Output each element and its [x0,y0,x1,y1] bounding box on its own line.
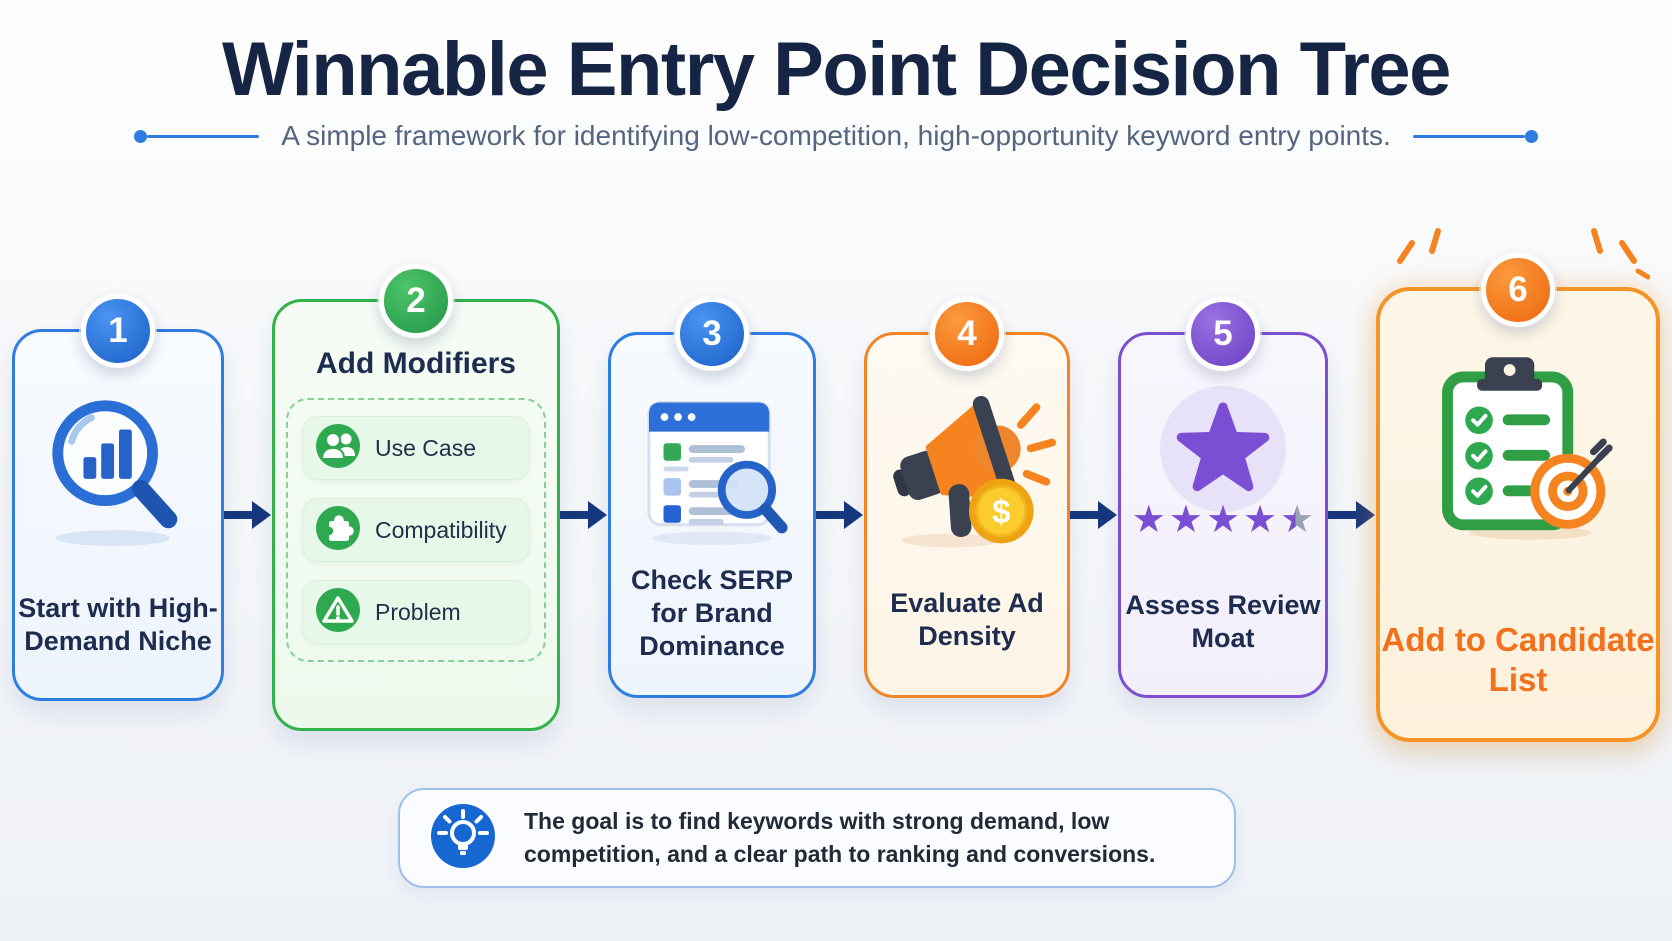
users-icon [315,423,361,474]
flow-arrow-icon [1328,500,1376,530]
step-number-badge: 2 [379,263,453,338]
step-card-2: 2 Add Modifiers Use Case [272,263,560,731]
decision-flow: 1 Start with High-Demand Niche 2 Add Mo [0,228,1672,742]
step-number-badge: 4 [930,296,1004,371]
star-rating-row [1132,500,1314,538]
modifier-pill-problem: Problem [302,580,530,645]
subtitle-row: A simple framework for identifying low-c… [0,120,1672,152]
clipboard-target-icon [1412,343,1624,546]
step-card-5: 5 Assess Review Moat [1118,296,1328,698]
step-number-badge: 6 [1481,253,1555,327]
dollar-symbol: $ [992,493,1011,530]
half-star-icon [1280,500,1314,538]
step-title: Add to Candidate List [1381,620,1655,698]
step-number-badge: 3 [675,296,749,371]
step-card-4: 4 $ [864,296,1070,698]
step-title: Assess Review Moat [1125,589,1321,653]
star-icon [1243,500,1277,538]
step-card-6: 6 [1376,228,1660,742]
flow-arrow-icon [816,500,864,530]
magnifier-bar-chart-icon [34,390,202,553]
goal-note: The goal is to find keywords with strong… [398,788,1236,888]
subtitle-left-decoration [134,129,260,143]
megaphone-coin-icon: $ [874,383,1060,556]
step-title: Evaluate Ad Density [890,587,1044,651]
warning-icon [315,587,361,638]
modifier-label: Compatibility [375,516,507,543]
flow-arrow-icon [560,500,608,530]
step-title: Check SERP for Brand Dominance [630,564,794,661]
star-icon [1206,500,1240,538]
sparkle-rays-right-icon [1580,225,1651,290]
step-title: Add Modifiers [316,346,516,380]
star-icon [1132,500,1166,538]
serp-search-icon [624,387,800,552]
step-number-badge: 5 [1186,296,1260,371]
flow-arrow-icon [224,500,272,530]
modifier-label: Problem [375,598,461,625]
modifier-pill-compatibility: Compatibility [302,498,530,563]
step-title: Start with High-Demand Niche [18,592,218,656]
puzzle-icon [315,505,361,556]
modifier-pill-use-case: Use Case [302,416,530,481]
page-subtitle: A simple framework for identifying low-c… [281,120,1391,151]
lightbulb-icon [430,803,496,874]
sparkle-rays-left-icon [1390,225,1454,290]
subtitle-right-decoration [1412,129,1538,143]
star-rating-icon [1153,379,1293,524]
star-icon [1169,500,1203,538]
goal-note-text: The goal is to find keywords with strong… [524,807,1156,867]
modifier-label: Use Case [375,434,476,461]
step-card-3: 3 [608,296,816,698]
page-title: Winnable Entry Point Decision Tree [222,27,1451,112]
flow-arrow-icon [1070,500,1118,530]
step-card-1: 1 Start with High-Demand Niche [12,293,224,701]
modifier-list: Use Case Compatibility [286,398,546,663]
step-number-badge: 1 [81,293,155,368]
